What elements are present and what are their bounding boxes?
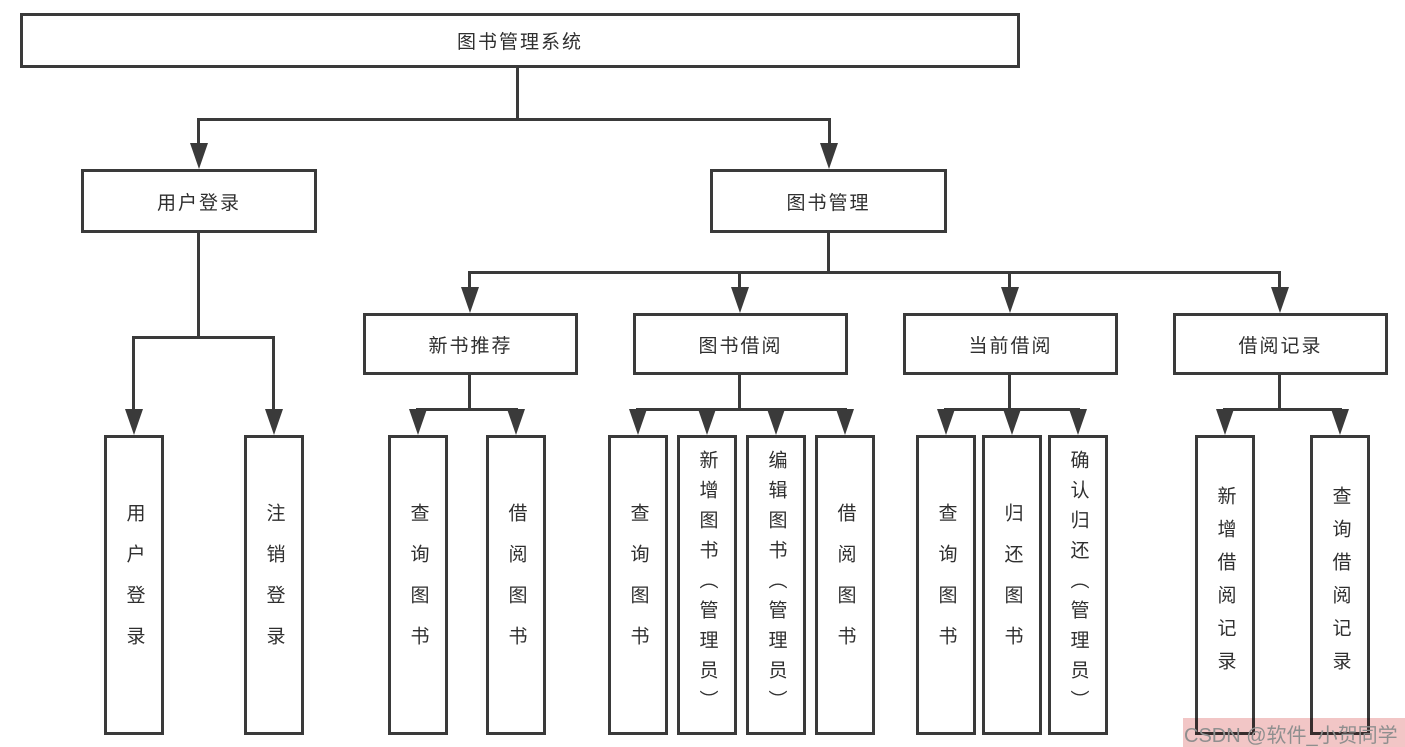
node-label: 新书推荐	[428, 335, 513, 357]
arrow-down-icon	[1001, 287, 1019, 313]
node-label: 新增借阅记录	[1214, 486, 1236, 684]
connector-book-borrow-stem	[738, 375, 741, 408]
arrow-down-icon	[409, 409, 427, 435]
node-query-books-current: 查询图书	[916, 435, 976, 735]
node-return-books: 归还图书	[982, 435, 1042, 735]
connector-new-book-stem	[468, 375, 471, 408]
node-label: 查询图书	[627, 503, 649, 667]
connector-drop-logout-leaf	[272, 336, 275, 411]
node-label: 编辑图书（管理员）	[765, 450, 787, 720]
node-label: 用户登录	[156, 192, 241, 214]
connector-book-borrow-rail	[636, 408, 847, 411]
node-current-borrowing: 当前借阅	[903, 313, 1118, 375]
node-user-login: 用户登录	[81, 169, 317, 233]
arrow-down-icon	[629, 409, 647, 435]
connector-user-login-rail	[132, 336, 275, 339]
node-user-login-leaf: 用户登录	[104, 435, 164, 735]
node-book-management: 图书管理	[710, 169, 947, 233]
node-add-books-admin: 新增图书（管理员）	[677, 435, 737, 735]
connector-drop-current-borrow	[1008, 271, 1011, 289]
connector-drop-book-borrow	[738, 271, 741, 289]
arrow-down-icon	[265, 409, 283, 435]
connector-book-mgmt-rail	[468, 271, 1281, 274]
node-borrowing-records: 借阅记录	[1173, 313, 1388, 375]
arrow-down-icon	[1216, 409, 1234, 435]
connector-drop-user-login	[197, 118, 200, 146]
connector-borrow-records-rail	[1223, 408, 1342, 411]
connector-drop-borrow-records	[1278, 271, 1281, 289]
arrow-down-icon	[731, 287, 749, 313]
arrow-down-icon	[698, 409, 716, 435]
node-label: 图书借阅	[698, 335, 783, 357]
arrow-down-icon	[1069, 409, 1087, 435]
node-label: 查询图书	[935, 503, 957, 667]
node-label: 查询借阅记录	[1329, 486, 1351, 684]
node-label: 新增图书（管理员）	[696, 450, 718, 720]
arrow-down-icon	[767, 409, 785, 435]
node-borrow-books: 借阅图书	[815, 435, 875, 735]
node-query-books-borrow: 查询图书	[608, 435, 668, 735]
connector-drop-login-leaf	[132, 336, 135, 411]
arrow-down-icon	[1271, 287, 1289, 313]
node-label: 确认归还（管理员）	[1067, 450, 1089, 720]
node-label: 用户登录	[123, 503, 145, 667]
connector-root-rail	[197, 118, 831, 121]
node-book-borrowing: 图书借阅	[633, 313, 848, 375]
arrow-down-icon	[461, 287, 479, 313]
node-label: 借阅图书	[834, 503, 856, 667]
connector-drop-new-book	[468, 271, 471, 289]
node-label: 图书管理	[786, 192, 871, 214]
connector-new-book-rail	[416, 408, 518, 411]
arrow-down-icon	[507, 409, 525, 435]
connector-root-stem	[516, 68, 519, 118]
node-edit-books-admin: 编辑图书（管理员）	[746, 435, 806, 735]
node-add-borrow-record: 新增借阅记录	[1195, 435, 1255, 735]
node-new-book-recommendation: 新书推荐	[363, 313, 578, 375]
node-label: 借阅图书	[505, 503, 527, 667]
node-label: 借阅记录	[1238, 335, 1323, 357]
connector-borrow-records-stem	[1278, 375, 1281, 408]
node-label: 当前借阅	[968, 335, 1053, 357]
arrow-down-icon	[190, 143, 208, 169]
connector-user-login-stem	[197, 233, 200, 336]
arrow-down-icon	[836, 409, 854, 435]
watermark-text: CSDN @软件_小贺同学	[1184, 725, 1398, 747]
node-label: 查询图书	[407, 503, 429, 667]
node-confirm-return-admin: 确认归还（管理员）	[1048, 435, 1108, 735]
connector-book-mgmt-stem	[827, 233, 830, 271]
arrow-down-icon	[125, 409, 143, 435]
node-logout: 注销登录	[244, 435, 304, 735]
arrow-down-icon	[937, 409, 955, 435]
watermark-background	[1183, 718, 1405, 747]
connector-drop-book-management	[828, 118, 831, 146]
node-label: 注销登录	[263, 503, 285, 667]
node-borrow-books-recommend: 借阅图书	[486, 435, 546, 735]
node-label: 图书管理系统	[456, 32, 583, 53]
node-query-borrow-record: 查询借阅记录	[1310, 435, 1370, 735]
arrow-down-icon	[1331, 409, 1349, 435]
node-query-books-recommend: 查询图书	[388, 435, 448, 735]
arrow-down-icon	[820, 143, 838, 169]
node-label: 归还图书	[1001, 503, 1023, 667]
connector-current-borrow-stem	[1008, 375, 1011, 408]
node-library-management-system: 图书管理系统	[20, 13, 1020, 68]
arrow-down-icon	[1003, 409, 1021, 435]
